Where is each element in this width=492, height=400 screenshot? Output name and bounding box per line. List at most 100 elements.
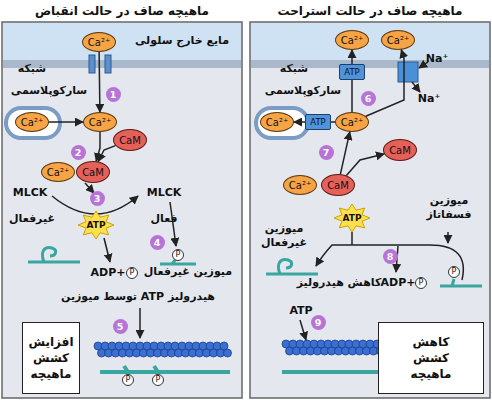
- text-label: غیرفعال: [6, 212, 58, 228]
- node-text: Ca²⁺: [21, 117, 43, 128]
- text-label: شبکه: [270, 62, 318, 78]
- node-text: Ca²⁺: [47, 167, 69, 178]
- text-label: سارکوپلاسمی: [258, 84, 348, 100]
- calcium-channel: [105, 55, 111, 73]
- calmodulin: CaM: [113, 129, 147, 151]
- sarcoplasmic-reticulum: [256, 108, 308, 138]
- node-text: CaM: [119, 135, 141, 146]
- phosphate-label: P: [152, 374, 164, 386]
- flow-arrow: [351, 80, 353, 112]
- star-outline: [334, 204, 370, 232]
- phosphate-label: P: [122, 374, 134, 386]
- star-outline: [78, 211, 114, 239]
- node-text: Ca²⁺: [341, 117, 363, 128]
- calmodulin: CaM: [321, 174, 355, 196]
- node-text: ATP: [342, 213, 361, 223]
- myosin-symbol: [440, 279, 482, 286]
- text-label: ADP+: [380, 276, 416, 290]
- node-text: افزایش کشش ماهیچه: [25, 334, 77, 382]
- phosphate-label: P: [172, 249, 184, 261]
- reaction-arrow: [447, 232, 449, 243]
- text-label: فعال: [140, 212, 188, 228]
- node-text: Ca²⁺: [387, 35, 409, 46]
- extracellular-fluid: [251, 23, 489, 60]
- panel-heading: ماهیچه صاف در حالت انقباض: [2, 2, 242, 20]
- node-text: Ca²⁺: [89, 117, 111, 128]
- calcium-ion: Ca²⁺: [41, 162, 75, 182]
- atp-pump: ATP: [305, 114, 331, 130]
- calmodulin: CaM: [76, 161, 110, 183]
- sodium-arrow: [412, 82, 420, 92]
- exchanger-pump: [398, 62, 418, 82]
- flow-arrow: [340, 132, 349, 174]
- callout-number: 6: [361, 91, 376, 106]
- text-label: میوزین غیرفعال: [256, 222, 312, 258]
- node-text: کاهش کشش ماهیچه: [402, 334, 460, 382]
- flow-arrow: [346, 154, 384, 175]
- reaction-line: [351, 232, 353, 245]
- text-label: کاهش هیدرولیز: [296, 276, 382, 292]
- phosphate-label: P: [126, 267, 138, 279]
- text-label: شبکه: [8, 62, 56, 78]
- reaction-arrow: [316, 245, 463, 280]
- node-text: Ca²⁺: [341, 35, 363, 46]
- calcium-ion: Ca²⁺: [335, 30, 369, 50]
- outcome-box: افزایش کشش ماهیچه: [22, 322, 80, 394]
- calcium-ion: Ca²⁺: [283, 175, 317, 195]
- node-text: ATP: [86, 220, 105, 230]
- myosin-symbol: [28, 248, 80, 262]
- atp-star: ATP: [78, 211, 114, 239]
- node-text: ATP: [310, 117, 325, 127]
- calcium-ion: Ca²⁺: [82, 32, 116, 52]
- myosin-symbol: [266, 260, 318, 274]
- text-label: هیدرولیز ATP توسط میوزین: [40, 290, 236, 306]
- atp-pump: ATP: [339, 64, 365, 80]
- callout-number: 1: [106, 87, 121, 102]
- sarcoplasmic-reticulum: [6, 108, 60, 138]
- actin-bead: [224, 349, 232, 357]
- cell-interior: [250, 22, 490, 398]
- node-text: Ca²⁺: [88, 37, 110, 48]
- callout-number: 3: [90, 191, 105, 206]
- atp-star: ATP: [334, 204, 370, 232]
- calcium-channel: [89, 55, 95, 73]
- callout-number: 4: [150, 235, 165, 250]
- flow-arrow: [366, 50, 404, 116]
- myosin-symbol: [100, 366, 230, 372]
- callout-number: 2: [71, 145, 86, 160]
- calcium-ion: Ca²⁺: [381, 30, 415, 50]
- calmodulin: CaM: [383, 139, 417, 161]
- flow-arrow: [96, 132, 100, 161]
- calcium-ion: Ca²⁺: [260, 112, 294, 132]
- text-label: مایع خارج سلولی: [126, 34, 238, 50]
- callout-number: 5: [113, 319, 128, 334]
- phosphate-label: P: [448, 266, 460, 278]
- callout-number: 9: [311, 315, 326, 330]
- node-text: CaM: [327, 180, 349, 191]
- cell-interior: [2, 22, 242, 398]
- calcium-ion: Ca²⁺: [335, 112, 369, 132]
- flow-arrow: [351, 50, 353, 64]
- callout-number: 7: [319, 145, 334, 160]
- calcium-ion: Ca²⁺: [83, 112, 117, 132]
- extracellular-fluid: [3, 23, 241, 60]
- text-label: ATP: [286, 304, 316, 318]
- panel-heading: ماهیچه صاف در حالت استراحت: [250, 2, 490, 20]
- node-text: Ca²⁺: [289, 180, 311, 191]
- node-text: CaM: [389, 145, 411, 156]
- node-text: CaM: [82, 167, 104, 178]
- text-label: Na⁺: [422, 52, 452, 66]
- node-text: Ca²⁺: [266, 117, 288, 128]
- flow-arrow: [98, 52, 100, 112]
- text-label: Na⁺: [414, 92, 444, 106]
- flow-arrow: [294, 121, 305, 123]
- reaction-arrow: [104, 238, 110, 262]
- myosin-symbol: [282, 370, 388, 374]
- callout-number: 8: [383, 249, 398, 264]
- flow-arrow: [98, 146, 115, 162]
- text-label: ADP+: [90, 266, 126, 280]
- text-label: MLCK: [140, 186, 188, 200]
- flow-arrow: [331, 121, 335, 123]
- text-label: سارکوپلاسمی: [4, 84, 94, 100]
